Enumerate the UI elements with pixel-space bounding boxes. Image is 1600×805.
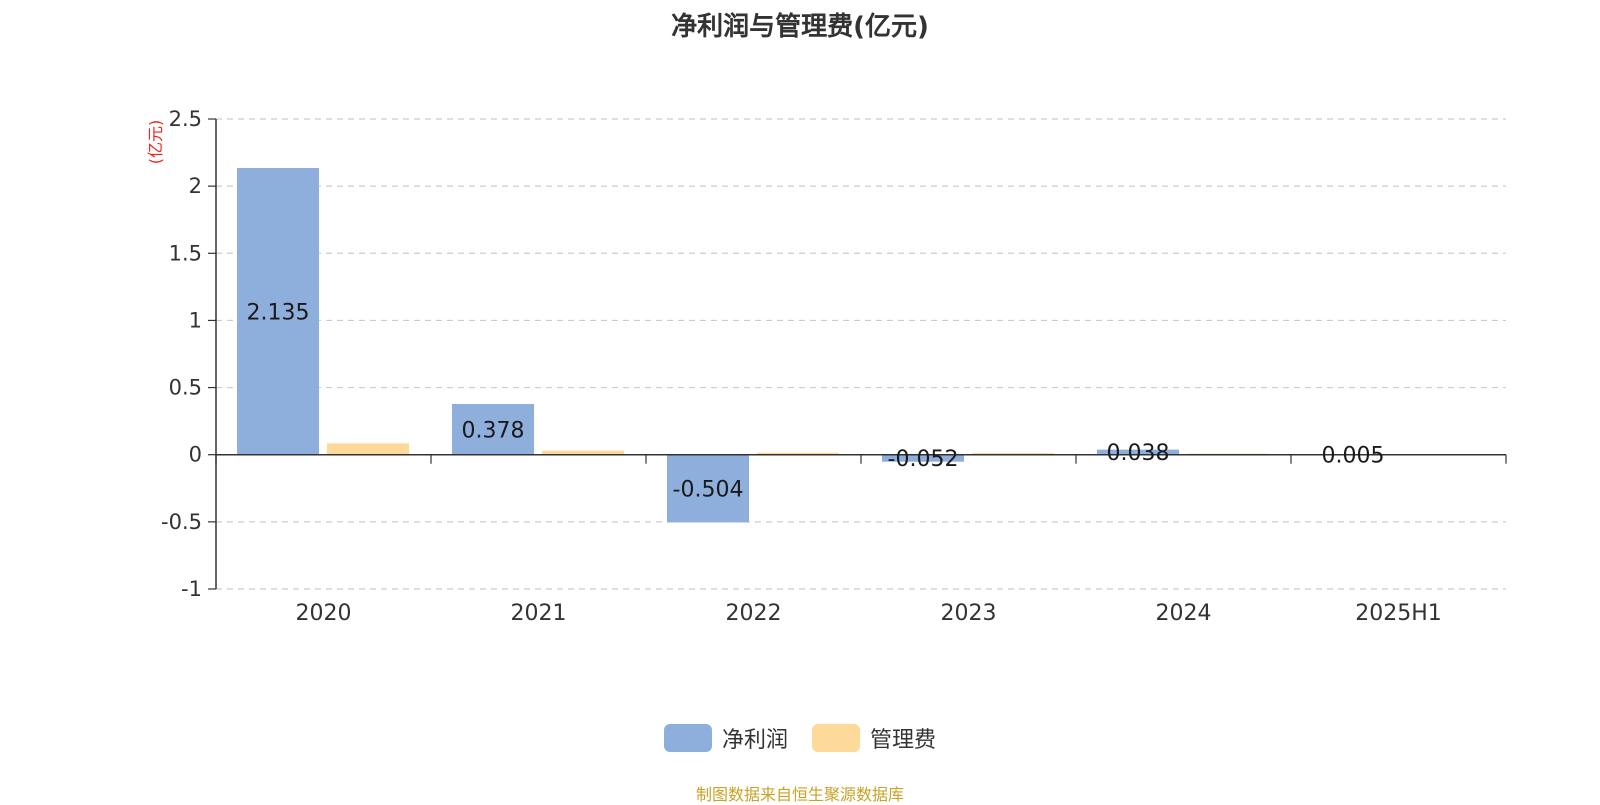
axes: -1 -0.5 0 0.5 1 1.5 2 2.5(亿元) 2020 2021 2022 2023 20…	[146, 107, 1507, 626]
bar-management-fee-2023	[972, 453, 1054, 455]
y-tick-label: -1	[181, 577, 202, 601]
y-tick-label: 1	[189, 308, 202, 332]
x-tick-label: 2021	[511, 601, 567, 626]
y-tick-label: 2.5	[169, 107, 202, 131]
y-tick-label: 0.5	[169, 376, 202, 400]
data-labels: 2.135 0.378 -0.504 -0.052 0.038 0.005	[247, 300, 1385, 502]
bar-management-fee-2021	[542, 450, 624, 455]
legend-label-management-fee: 管理费	[870, 728, 937, 753]
x-tick-label: 2020	[296, 601, 352, 626]
y-axis-label: (亿元)	[146, 120, 165, 165]
data-label: 0.038	[1107, 441, 1170, 466]
grid-lines	[216, 118, 1506, 590]
legend-label-net-profit: 净利润	[721, 728, 788, 753]
y-tick-label: -0.5	[161, 510, 202, 534]
data-label: 0.378	[462, 418, 525, 443]
y-tick-label: 2	[189, 174, 202, 198]
bar-net-profit-2020	[237, 168, 319, 455]
legend-item-management-fee[interactable]: 管理费	[812, 722, 936, 754]
legend-swatch-management-fee	[812, 724, 860, 752]
source-note: 制图数据来自恒生聚源数据库	[695, 785, 904, 804]
bar-net-profit-2023	[882, 454, 964, 462]
x-tick-label: 2025H1	[1355, 601, 1442, 626]
data-label: 2.135	[247, 300, 310, 325]
bar-net-profit-2021	[452, 403, 534, 455]
legend: 净利润 管理费	[0, 722, 1600, 754]
data-label: 0.005	[1322, 443, 1385, 468]
x-tick-label: 2022	[726, 601, 782, 626]
chart-title: 净利润与管理费(亿元)	[671, 12, 929, 42]
y-tick-label: 1.5	[169, 241, 202, 265]
bar-net-profit-2022	[667, 454, 749, 523]
legend-item-net-profit[interactable]: 净利润	[663, 722, 788, 754]
x-tick-label: 2024	[1156, 601, 1212, 626]
bar-management-fee-2022	[757, 452, 839, 455]
data-label: -0.504	[673, 478, 744, 503]
legend-swatch-net-profit	[663, 724, 712, 752]
data-label: -0.052	[888, 447, 959, 472]
y-tick-label: 0	[189, 443, 202, 467]
bar-management-fee-2020	[327, 443, 409, 455]
x-tick-label: 2023	[941, 601, 997, 626]
bars	[237, 168, 1484, 523]
bar-net-profit-2024	[1097, 449, 1179, 455]
